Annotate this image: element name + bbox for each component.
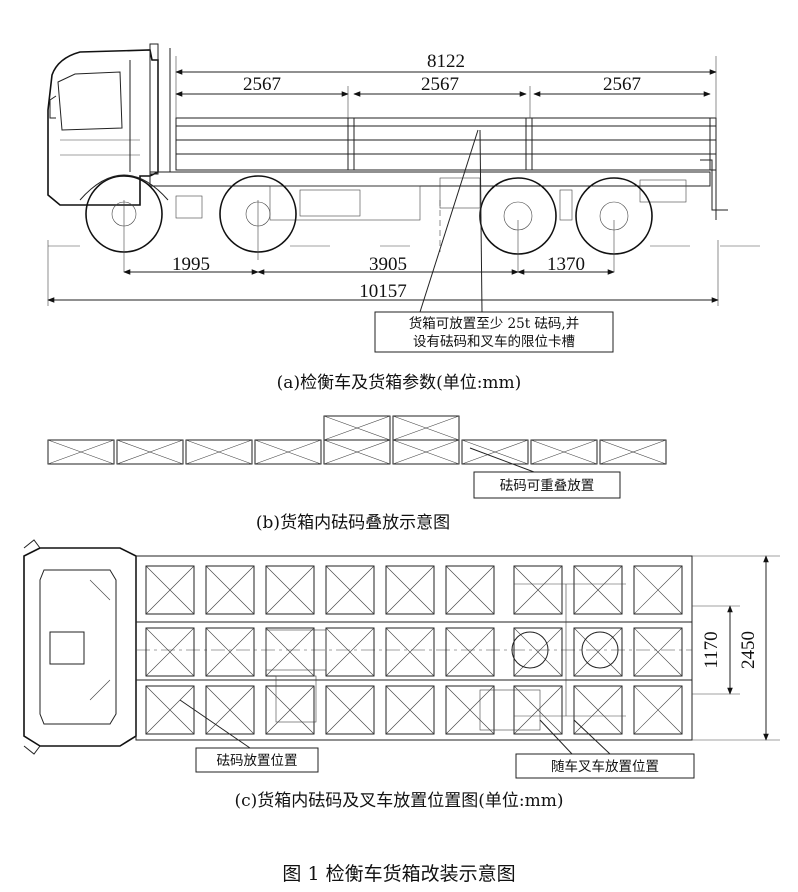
note-leader-1 (419, 129, 479, 313)
weight-position (145, 685, 195, 735)
weight-block (254, 439, 322, 465)
weight-position (325, 565, 375, 615)
weight-block (323, 439, 391, 465)
note-b-leader (469, 447, 535, 473)
weight-position (385, 685, 435, 735)
weight-position (145, 627, 195, 677)
dim-width: 2450 (738, 631, 759, 669)
weight-position (633, 685, 683, 735)
dim-wheelbase-2: 3905 (369, 254, 407, 275)
weight-position (385, 565, 435, 615)
note-box-b (473, 471, 621, 499)
weight-position (205, 565, 255, 615)
weight-block (116, 439, 184, 465)
note-b: 砝码可重叠放置 (500, 478, 595, 494)
weight-position (573, 685, 623, 735)
label-forklift-box (515, 753, 695, 779)
dimension-lines-a (47, 69, 719, 303)
weight-position (325, 685, 375, 735)
cargo-box-side (149, 117, 728, 221)
axle-centerlines (47, 56, 760, 306)
weight-position (573, 627, 623, 677)
weight-block (461, 439, 529, 465)
chassis-details-top (265, 583, 626, 731)
weight-position (205, 685, 255, 735)
weight-block (47, 439, 115, 465)
caption-c: (c)货箱内砝码及叉车放置位置图(单位:mm) (234, 791, 563, 811)
weight-position-grid (145, 565, 683, 735)
weight-block (530, 439, 598, 465)
truck-cab-side (47, 43, 171, 206)
panel-a-side-view: 8122 2567 2567 2567 1995 3905 1370 10157… (47, 43, 760, 393)
weight-position (385, 627, 435, 677)
weight-position (265, 565, 315, 615)
note-a-line-1: 货箱可放置至少 25t 砝码,并 (409, 315, 579, 332)
label-weights: 砝码放置位置 (217, 753, 298, 769)
label-forklift-leader-1 (539, 719, 573, 755)
weight-block (599, 439, 667, 465)
weight-position (513, 565, 563, 615)
note-box-a (374, 311, 614, 353)
weight-position (513, 627, 563, 677)
label-forklift: 随车叉车放置位置 (551, 758, 659, 775)
caption-b: (b)货箱内砝码叠放示意图 (256, 513, 450, 533)
weight-block-stacked (323, 415, 391, 441)
note-leader-2 (479, 129, 483, 313)
weight-position (445, 685, 495, 735)
weight-blocks-row (47, 415, 667, 465)
weight-position (513, 685, 563, 735)
weight-position (445, 627, 495, 677)
panel-c-top-view: 1170 2450 砝码放置位置 随车叉车放置位置 (c)货箱内砝码及叉车放置位… (23, 539, 780, 811)
weight-position (325, 627, 375, 677)
panel-b-stacking: 砝码可重叠放置 (b)货箱内砝码叠放示意图 (47, 415, 667, 533)
dim-wheelbase-3: 1370 (547, 254, 585, 275)
dim-total-box: 8122 (427, 51, 465, 72)
weight-position (633, 565, 683, 615)
dim-section-3: 2567 (603, 74, 641, 95)
figure-title: 图 1 检衡车货箱改装示意图 (282, 863, 515, 885)
label-forklift-leader-2 (573, 719, 611, 755)
weight-position (265, 685, 315, 735)
truck-wheels (79, 174, 653, 255)
cargo-floor-top (135, 555, 693, 741)
weight-position (633, 627, 683, 677)
label-weights-box (195, 747, 319, 773)
caption-a: (a)检衡车及货箱参数(单位:mm) (277, 373, 522, 393)
weight-block (185, 439, 253, 465)
weight-block-stacked (392, 415, 460, 441)
weight-block (392, 439, 460, 465)
weight-position (573, 565, 623, 615)
weight-position (265, 627, 315, 677)
weight-position (145, 565, 195, 615)
weight-position (445, 565, 495, 615)
dim-overall: 10157 (359, 281, 407, 302)
truck-cab-top (23, 539, 137, 755)
label-weights-leader (179, 699, 251, 749)
weight-position (205, 627, 255, 677)
dim-section-1: 2567 (243, 74, 281, 95)
dim-inner: 1170 (701, 631, 722, 668)
dim-section-2: 2567 (421, 74, 459, 95)
dim-wheelbase-1: 1995 (172, 254, 210, 275)
note-a-line-2: 设有砝码和叉车的限位卡槽 (413, 333, 575, 350)
